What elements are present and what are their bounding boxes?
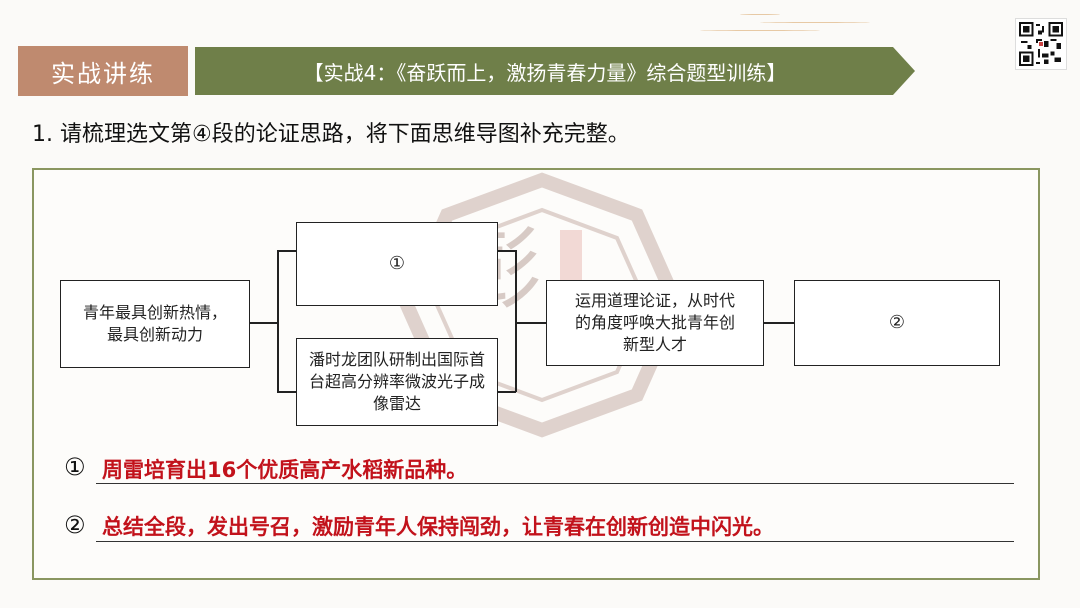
- connector-right-bottom: [498, 391, 516, 393]
- qr-code-icon: [1015, 18, 1067, 70]
- connector-right-vertical: [515, 250, 517, 392]
- connector-to-blank-2: [764, 322, 794, 324]
- answer-1-number: ①: [64, 453, 86, 481]
- answer-2-underline: [96, 541, 1014, 542]
- question-text: 1. 请梳理选文第④段的论证思路，将下面思维导图补充完整。: [32, 122, 630, 147]
- connector-left-top: [277, 250, 296, 252]
- answer-1-underline: [96, 483, 1014, 484]
- banner-title: 【实战4：《奋跃而上，激扬青春力量》综合题型训练】: [303, 60, 787, 85]
- decorative-line: [760, 22, 870, 23]
- section-tag: 实战讲练: [18, 46, 188, 96]
- connector-left-vertical: [277, 250, 279, 392]
- connector-root-bracket: [250, 322, 278, 324]
- connector-to-reasoning: [515, 322, 546, 324]
- mindmap-blank-1: ①: [296, 222, 498, 306]
- mindmap-blank-2: ②: [794, 280, 1000, 366]
- decorative-line: [700, 30, 820, 31]
- answer-2-text: 总结全段，发出号召，激励青年人保持闯劲，让青春在创新创造中闪光。: [102, 515, 774, 539]
- answer-2-number: ②: [64, 511, 86, 539]
- banner-shape: [195, 47, 915, 95]
- connector-right-top: [498, 250, 516, 252]
- connector-left-bottom: [277, 391, 296, 393]
- decorative-line: [740, 14, 780, 15]
- title-banner: 【实战4：《奋跃而上，激扬青春力量》综合题型训练】: [195, 47, 915, 95]
- answer-1-text: 周雷培育出16个优质高产水稻新品种。: [102, 458, 468, 482]
- mindmap-example-node: 潘时龙团队研制出国际首台超高分辨率微波光子成像雷达: [296, 338, 498, 426]
- mindmap-panel: [32, 168, 1040, 580]
- mindmap-root-node: 青年最具创新热情， 最具创新动力: [60, 280, 250, 368]
- mindmap-reasoning-node: 运用道理论证，从时代的角度呼唤大批青年创新型人才: [546, 280, 764, 366]
